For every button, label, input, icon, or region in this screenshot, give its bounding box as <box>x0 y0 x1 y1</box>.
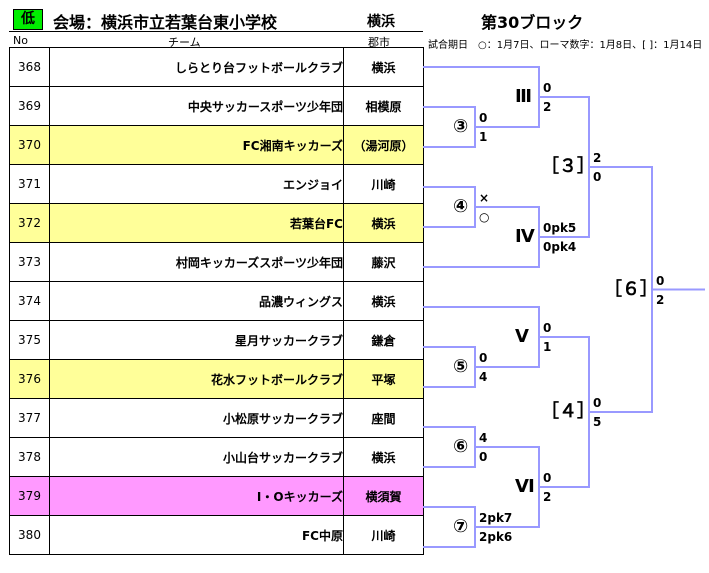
team-name: 若葉台FC <box>49 203 344 243</box>
team-city: 横浜 <box>343 47 424 87</box>
venue-city: 横浜 <box>367 14 395 30</box>
team-city: 川崎 <box>343 515 424 555</box>
team-number: 369 <box>9 86 50 126</box>
team-city: 鎌倉 <box>343 320 424 360</box>
team-number: 373 <box>9 242 50 282</box>
team-number: 378 <box>9 437 50 477</box>
score-top-mV: 0 <box>543 321 552 335</box>
column-header-no: No <box>13 34 28 47</box>
score-top-m5: 0 <box>479 351 488 365</box>
team-number: 370 <box>9 125 50 165</box>
column-header-team: チーム <box>168 36 201 49</box>
schedule-note: 試合期日 ○：1月7日、ローマ数字：1月8日、[ ]：1月14日 <box>428 40 703 51</box>
match-label-mVI: Ⅵ <box>515 476 535 497</box>
score-top-q4: 0 <box>593 396 602 410</box>
score-top-m6: 4 <box>479 431 488 445</box>
team-city: 横浜 <box>343 203 424 243</box>
score-bottom-f6: 2 <box>656 292 665 307</box>
score-bottom-m7: 2pk6 <box>479 530 513 544</box>
team-city: 藤沢 <box>343 242 424 282</box>
match-label-mIII: Ⅲ <box>515 86 533 107</box>
match-label-m5: ⑤ <box>453 356 469 377</box>
match-label-q4: ［４］ <box>541 401 595 422</box>
team-number: 375 <box>9 320 50 360</box>
team-name: エンジョイ <box>49 164 344 204</box>
team-city: 横浜 <box>343 281 424 321</box>
team-name: しらとり台フットボールクラブ <box>49 47 344 87</box>
score-bottom-m3: 1 <box>479 130 488 144</box>
score-bottom-q3: 0 <box>593 170 602 184</box>
score-top-mVI: 0 <box>543 471 552 485</box>
score-bottom-m5: 4 <box>479 370 488 384</box>
score-top-m4: × <box>479 191 490 205</box>
score-bottom-mIII: 2 <box>543 100 552 114</box>
score-top-m7: 2pk7 <box>479 511 513 525</box>
team-name: 小山台サッカークラブ <box>49 437 344 477</box>
match-label-mIV: Ⅳ <box>515 226 535 247</box>
score-top-f6: 0 <box>656 273 665 288</box>
team-number: 371 <box>9 164 50 204</box>
team-number: 372 <box>9 203 50 243</box>
match-label-m6: ⑥ <box>453 436 469 457</box>
team-city: 平塚 <box>343 359 424 399</box>
match-label-m7: ⑦ <box>453 516 469 537</box>
team-number: 380 <box>9 515 50 555</box>
team-name: 中央サッカースポーツ少年団 <box>49 86 344 126</box>
score-bottom-q4: 5 <box>593 415 602 429</box>
team-number: 368 <box>9 47 50 87</box>
score-top-m3: 0 <box>479 111 488 125</box>
match-label-q3: ［３］ <box>541 156 595 177</box>
team-city: （湯河原） <box>343 125 424 165</box>
team-name: FC湘南キッカーズ <box>49 125 344 165</box>
team-city: 横須賀 <box>343 476 424 516</box>
score-top-mIII: 0 <box>543 81 552 95</box>
column-header-city: 郡市 <box>368 36 390 49</box>
score-bottom-mIV: 0pk4 <box>543 240 577 254</box>
score-bottom-mV: 1 <box>543 340 552 354</box>
team-city: 横浜 <box>343 437 424 477</box>
team-name: FC中原 <box>49 515 344 555</box>
team-name: 村岡キッカーズスポーツ少年団 <box>49 242 344 282</box>
header-divider <box>9 31 423 32</box>
category-badge: 低 <box>13 9 43 30</box>
score-top-q3: 2 <box>593 151 602 165</box>
match-label-m3: ③ <box>453 116 469 137</box>
team-number: 376 <box>9 359 50 399</box>
score-top-mIV: 0pk5 <box>543 221 577 235</box>
team-city: 座間 <box>343 398 424 438</box>
venue-title: 会場：横浜市立若葉台東小学校 <box>53 13 278 32</box>
match-label-mV: Ⅴ <box>515 326 529 347</box>
match-label-m4: ④ <box>453 196 469 217</box>
team-number: 379 <box>9 476 50 516</box>
team-name: 星月サッカークラブ <box>49 320 344 360</box>
team-city: 川崎 <box>343 164 424 204</box>
match-label-f6: ［６］ <box>604 278 658 300</box>
score-bottom-m6: 0 <box>479 450 488 464</box>
block-title: 第30ブロック <box>481 13 584 32</box>
score-bottom-mVI: 2 <box>543 490 552 504</box>
team-name: 品濃ウィングス <box>49 281 344 321</box>
team-name: 小松原サッカークラブ <box>49 398 344 438</box>
score-bottom-m4: ○ <box>479 210 490 224</box>
